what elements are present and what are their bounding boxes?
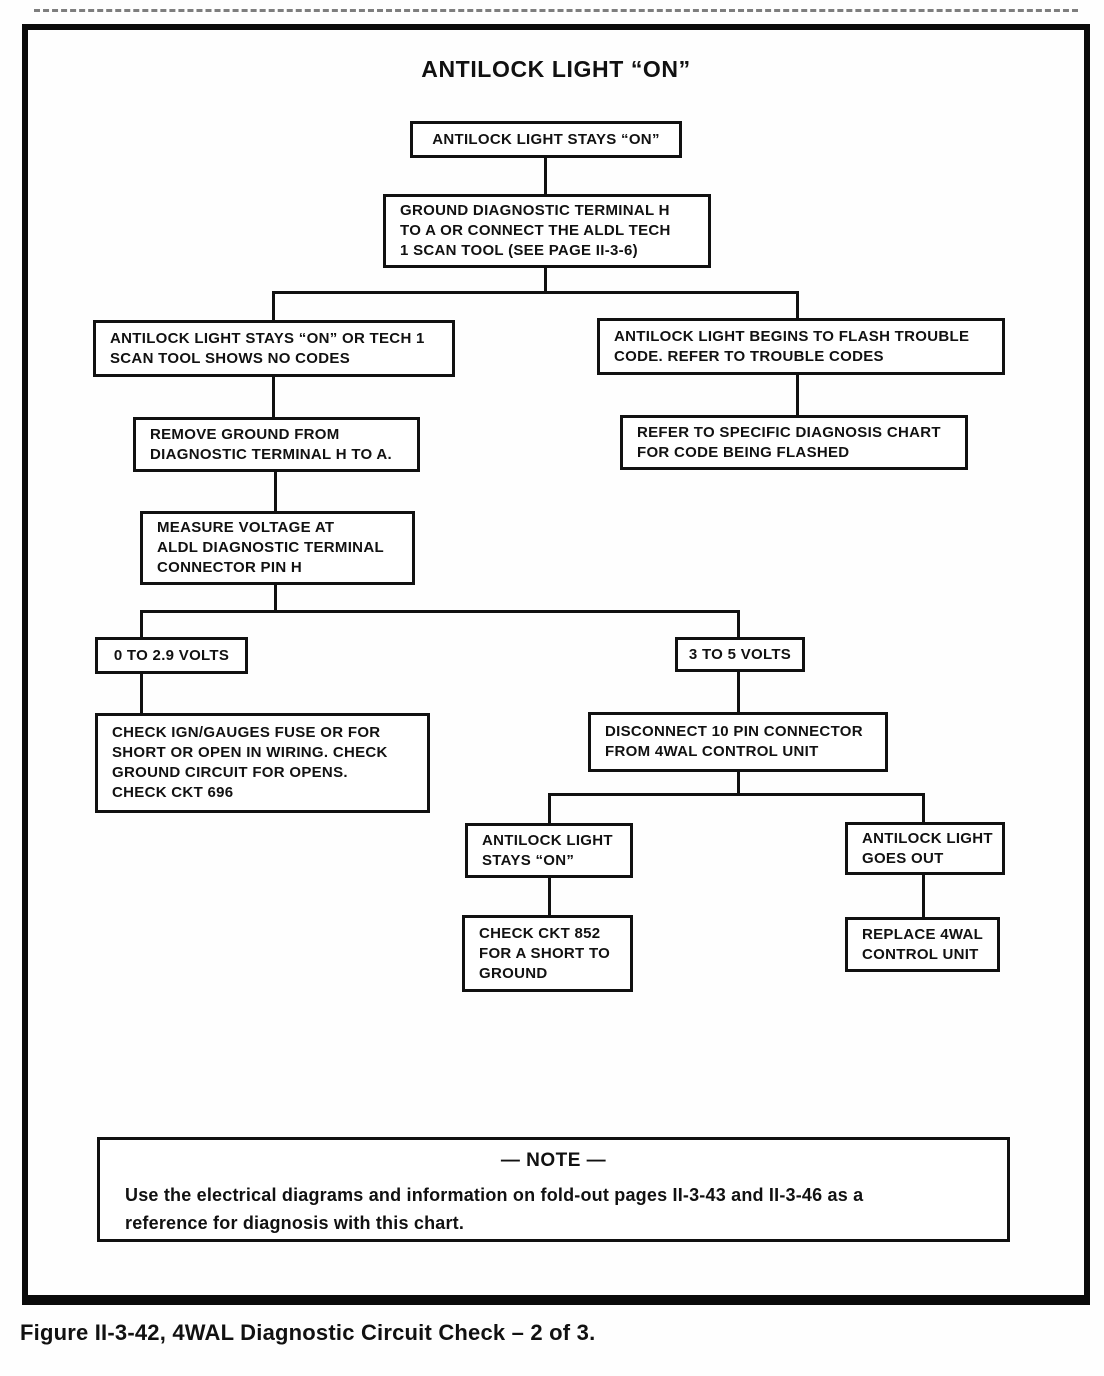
flow-box-light-goes-out: ANTILOCK LIGHT GOES OUT bbox=[845, 822, 1005, 875]
connector-line bbox=[796, 375, 799, 415]
connector-line bbox=[272, 377, 275, 417]
flow-box-refer-diagnosis-chart: REFER TO SPECIFIC DIAGNOSIS CHART FOR CO… bbox=[620, 415, 968, 470]
note-box: — NOTE — Use the electrical diagrams and… bbox=[97, 1137, 1010, 1242]
flow-box-ground-diagnostic-terminal: GROUND DIAGNOSTIC TERMINAL H TO A OR CON… bbox=[383, 194, 711, 268]
connector-line bbox=[737, 772, 740, 796]
connector-line bbox=[274, 472, 277, 511]
connector-line bbox=[544, 268, 547, 294]
connector-line bbox=[737, 610, 740, 637]
flow-box-light-stays-on: ANTILOCK LIGHT STAYS “ON” bbox=[465, 823, 633, 878]
connector-line bbox=[140, 610, 740, 613]
note-body: Use the electrical diagrams and informat… bbox=[125, 1185, 864, 1233]
connector-line bbox=[140, 674, 143, 713]
connector-line bbox=[922, 793, 925, 822]
chart-title: ANTILOCK LIGHT “ON” bbox=[421, 56, 691, 82]
flow-box-0-to-2-9-volts: 0 TO 2.9 VOLTS bbox=[95, 637, 248, 674]
scan-artifact-line bbox=[34, 9, 1078, 12]
flow-box-check-ckt-852: CHECK CKT 852 FOR A SHORT TO GROUND bbox=[462, 915, 633, 992]
connector-line bbox=[548, 878, 551, 915]
connector-line bbox=[544, 158, 547, 194]
connector-line bbox=[274, 585, 277, 612]
flow-box-check-fuse: CHECK IGN/GAUGES FUSE OR FOR SHORT OR OP… bbox=[95, 713, 430, 813]
connector-line bbox=[272, 291, 275, 320]
flow-box-replace-control-unit: REPLACE 4WAL CONTROL UNIT bbox=[845, 917, 1000, 972]
connector-line bbox=[272, 291, 799, 294]
connector-line bbox=[140, 610, 143, 637]
flow-box-antilock-light-stays-on: ANTILOCK LIGHT STAYS “ON” bbox=[410, 121, 682, 158]
flowchart-frame bbox=[22, 24, 1090, 1305]
connector-line bbox=[922, 875, 925, 917]
figure-caption: Figure II-3-42, 4WAL Diagnostic Circuit … bbox=[20, 1320, 596, 1345]
connector-line bbox=[548, 793, 925, 796]
flow-box-no-codes: ANTILOCK LIGHT STAYS “ON” OR TECH 1 SCAN… bbox=[93, 320, 455, 377]
note-title: — NOTE — bbox=[500, 1150, 607, 1171]
flow-box-remove-ground: REMOVE GROUND FROM DIAGNOSTIC TERMINAL H… bbox=[133, 417, 420, 472]
flow-box-flash-trouble-code: ANTILOCK LIGHT BEGINS TO FLASH TROUBLE C… bbox=[597, 318, 1005, 375]
connector-line bbox=[796, 291, 799, 318]
flow-box-3-to-5-volts: 3 TO 5 VOLTS bbox=[675, 637, 805, 672]
flow-box-disconnect-connector: DISCONNECT 10 PIN CONNECTOR FROM 4WAL CO… bbox=[588, 712, 888, 772]
connector-line bbox=[548, 793, 551, 823]
flow-box-measure-voltage: MEASURE VOLTAGE AT ALDL DIAGNOSTIC TERMI… bbox=[140, 511, 415, 585]
connector-line bbox=[737, 672, 740, 712]
